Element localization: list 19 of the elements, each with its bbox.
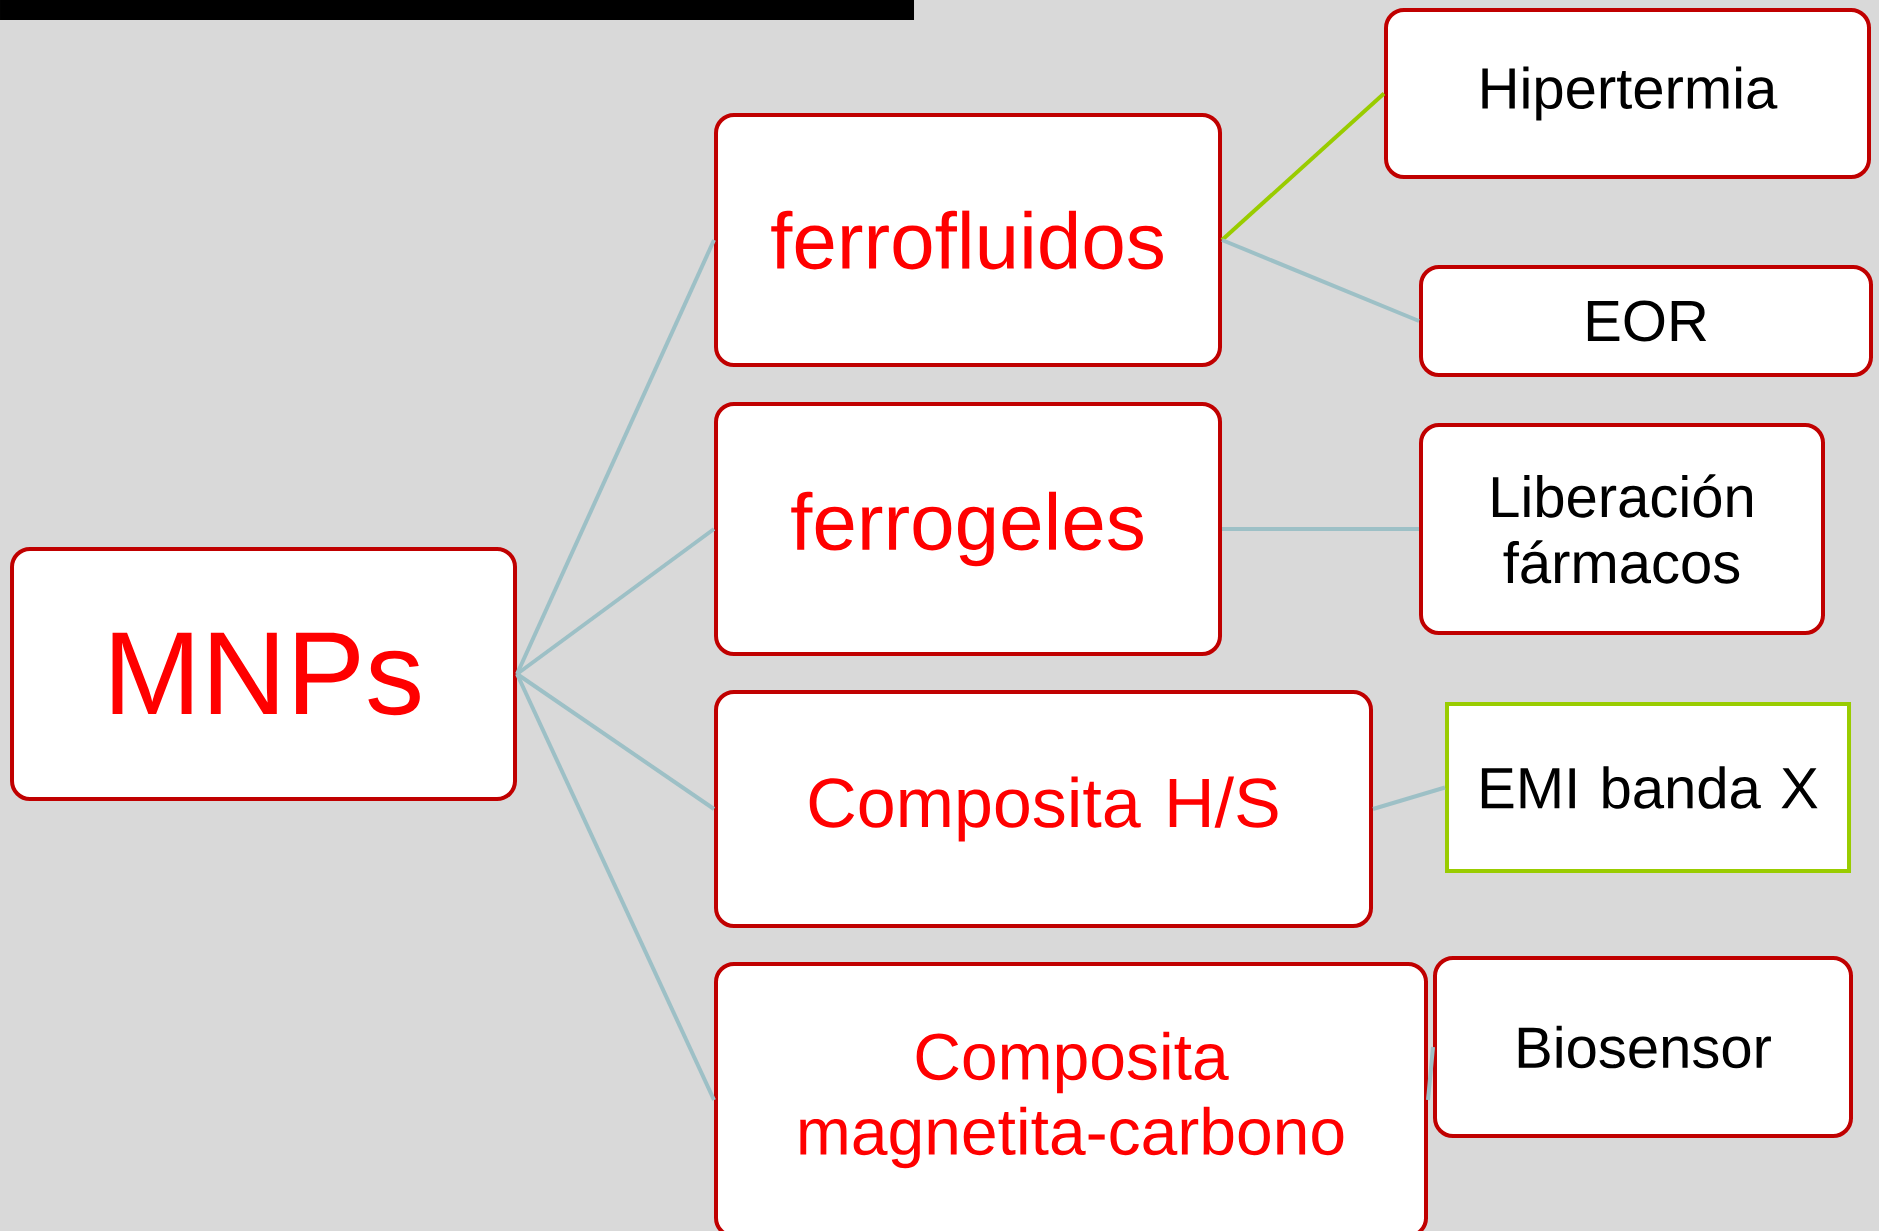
application-box: EOR: [1419, 265, 1873, 377]
application-box: Hipertermia: [1384, 8, 1871, 179]
category-box: MNPs: [10, 547, 517, 801]
connector-line: [515, 673, 716, 1101]
connector-line: [515, 672, 716, 811]
connector-line: [1220, 92, 1386, 242]
category-box: Composita H/S: [714, 690, 1373, 928]
category-box: ferrofluidos: [714, 113, 1222, 367]
application-box: Liberación fármacos: [1419, 423, 1825, 635]
connector-line: [1372, 785, 1446, 811]
connector-line: [1426, 1046, 1435, 1101]
connector-line: [1221, 238, 1420, 323]
category-box: ferrogeles: [714, 402, 1222, 656]
application-box: Biosensor: [1433, 956, 1853, 1138]
connector-line: [1222, 527, 1419, 531]
connector-line: [515, 239, 716, 675]
category-box: Composita magnetita-carbono: [714, 962, 1428, 1231]
application-box: EMI banda X: [1445, 702, 1851, 873]
connector-line: [515, 527, 716, 676]
